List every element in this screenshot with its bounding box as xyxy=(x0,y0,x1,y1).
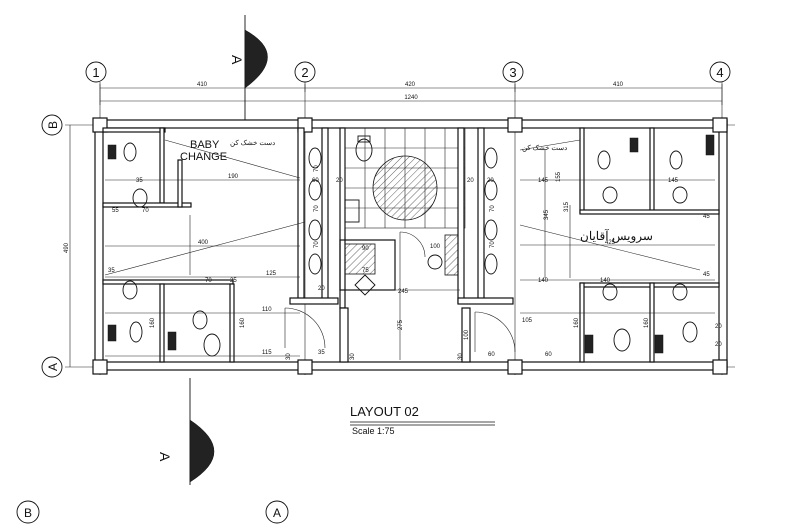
dim-top-total: 1240 xyxy=(404,95,418,101)
dim-label: 140 xyxy=(538,278,549,284)
dim-label: 20 xyxy=(336,178,343,184)
bottom-label-a: A xyxy=(273,506,281,520)
hand-dryer-label-right: دست خشک کن xyxy=(522,144,567,152)
grid-label-b: B xyxy=(46,121,60,129)
dim-label: 70 xyxy=(490,205,496,212)
dim-label: 70 xyxy=(314,205,320,212)
dim-label: 70 xyxy=(314,165,320,172)
dim-label: 20 xyxy=(467,178,474,184)
dim-label: 45 xyxy=(703,214,710,220)
dim-label: 70 xyxy=(205,278,212,284)
dim-label: 20 xyxy=(715,324,722,330)
dim-label: 60 xyxy=(312,178,319,184)
dim-label: 110 xyxy=(262,307,272,313)
dim-label: 145 xyxy=(538,178,549,184)
top-dimensions: 410 420 410 1240 xyxy=(99,82,723,105)
dim-label: 30 xyxy=(350,353,356,360)
dim-label: 90 xyxy=(362,246,369,252)
dim-label: 160 xyxy=(644,317,650,328)
room-labels: BABY CHANGE سرویس آقایان دست خشک کن دست … xyxy=(180,139,653,243)
bottom-label-b: B xyxy=(24,506,32,520)
dim-label: 70 xyxy=(314,241,320,248)
grid-bubbles-top: 1 2 3 4 xyxy=(85,61,731,83)
dim-label: 35 xyxy=(136,178,143,184)
section-marker-bottom: A xyxy=(157,378,215,485)
left-dimension: 490 xyxy=(64,125,71,367)
dim-label: 275 xyxy=(398,319,404,330)
dim-label: 35 xyxy=(108,268,115,274)
grid-label-3: 3 xyxy=(509,65,516,80)
dim-label: 160 xyxy=(240,317,246,328)
dim-label: 20 xyxy=(487,178,494,184)
dim-label: 345 xyxy=(544,209,550,220)
diagonal-lines xyxy=(104,139,701,276)
dim-label: 245 xyxy=(398,289,409,295)
dimension-labels: 190 400 125 110 115 70 70 55 35 35 35 20… xyxy=(108,165,722,360)
service-label: سرویس آقایان xyxy=(580,228,653,243)
dim-label: 60 xyxy=(545,352,552,358)
dim-label: 20 xyxy=(715,342,722,348)
dim-label: 30 xyxy=(458,353,464,360)
title-block: LAYOUT 02 Scale 1:75 xyxy=(350,404,495,436)
dim-label: 115 xyxy=(262,350,272,356)
grid-label-1: 1 xyxy=(92,65,99,80)
dim-label: 315 xyxy=(564,201,570,212)
dim-label: 425 xyxy=(605,240,616,246)
hand-dryer-label-left: دست خشک کن xyxy=(230,139,275,147)
dim-label: 140 xyxy=(600,278,611,284)
dim-label: 20 xyxy=(318,286,325,292)
dim-label: 60 xyxy=(488,352,495,358)
dim-label: 30 xyxy=(286,353,292,360)
svg-text:A: A xyxy=(229,55,245,65)
svg-text:A: A xyxy=(157,452,173,462)
grid-label-4: 4 xyxy=(716,65,723,80)
grid-bubbles-left: B A xyxy=(41,114,63,378)
dim-label: 25 xyxy=(230,278,237,284)
dim-label: 70 xyxy=(142,208,149,214)
dim-label: 190 xyxy=(228,174,239,180)
baby-change-label-1: BABY xyxy=(190,139,220,151)
dim-label: 100 xyxy=(430,244,441,250)
door-swings xyxy=(284,231,516,353)
section-marker-top: A xyxy=(229,15,268,120)
layout-title: LAYOUT 02 xyxy=(350,404,419,419)
dim-label: 400 xyxy=(198,240,209,246)
dim-label: 100 xyxy=(464,329,470,340)
wc-fixtures xyxy=(107,134,715,357)
dim-label: 55 xyxy=(112,208,119,214)
baby-change-label-2: CHANGE xyxy=(180,151,227,163)
structural-columns xyxy=(92,117,728,375)
dim-label: 160 xyxy=(150,317,156,328)
layout-scale: Scale 1:75 xyxy=(352,426,395,436)
dim-label: 45 xyxy=(703,272,710,278)
grid-label-2: 2 xyxy=(301,65,308,80)
dim-top-1: 410 xyxy=(197,82,208,88)
grid-bubbles-bottom: B A xyxy=(16,500,289,524)
right-partitions xyxy=(579,127,720,363)
dim-label: 105 xyxy=(522,318,533,324)
dim-left-total: 490 xyxy=(64,242,70,253)
left-partitions xyxy=(102,127,346,363)
dim-label: 75 xyxy=(362,268,369,274)
sinks-left xyxy=(308,147,322,275)
central-area xyxy=(339,127,514,363)
interior-dim-lines xyxy=(105,150,715,360)
dim-top-2: 420 xyxy=(405,82,416,88)
dim-label: 35 xyxy=(318,350,325,356)
grid-label-a: A xyxy=(46,363,60,371)
dim-label: 145 xyxy=(668,178,679,184)
dim-label: 155 xyxy=(556,171,562,182)
dim-label: 160 xyxy=(574,317,580,328)
sinks-right xyxy=(484,147,498,275)
dim-top-3: 410 xyxy=(613,82,624,88)
dim-label: 125 xyxy=(266,271,277,277)
dim-label: 70 xyxy=(490,241,496,248)
